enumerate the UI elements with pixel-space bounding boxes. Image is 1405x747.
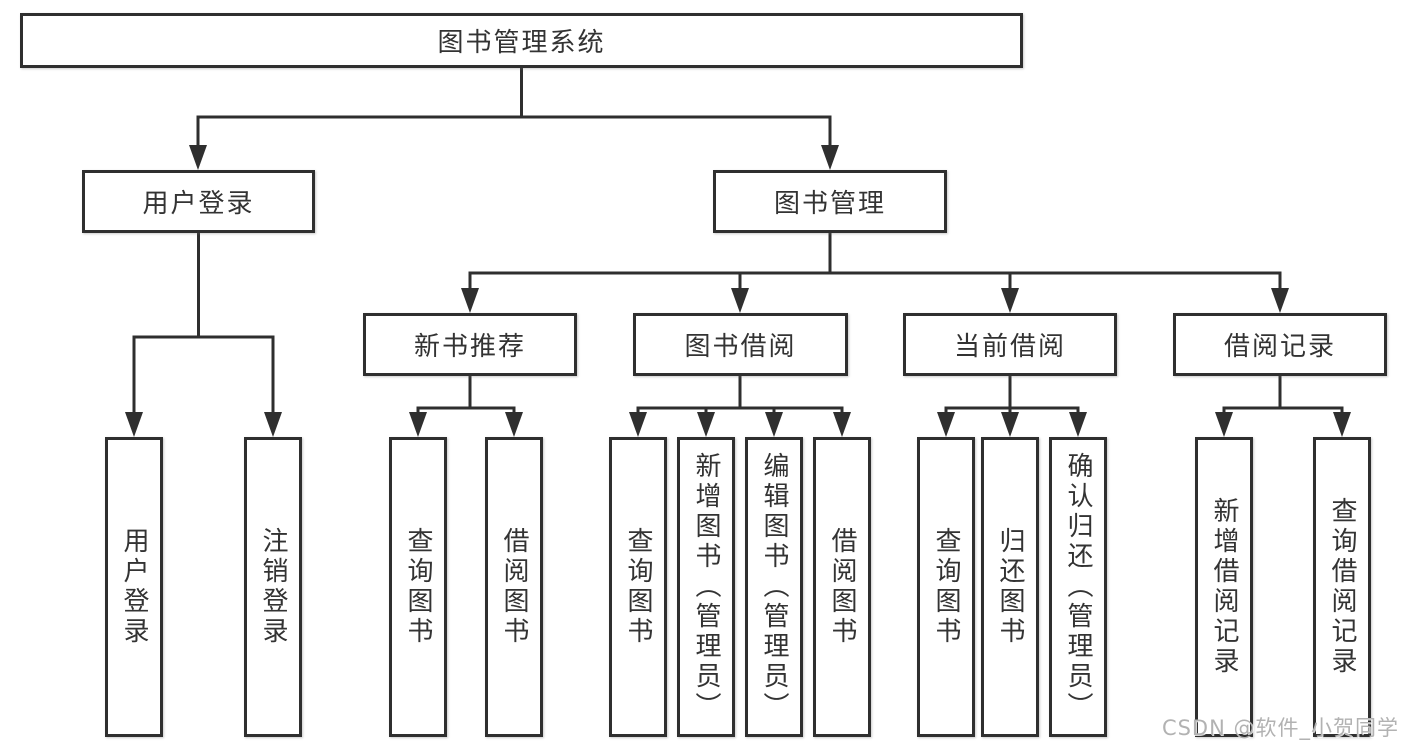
node-book-borrowing: 图书借阅 [633,313,848,376]
leaf-add-borrow-record: 新增借阅记录 [1195,437,1253,737]
leaf-search-borrow-record: 查询借阅记录 [1313,437,1371,737]
node-library-management-system: 图书管理系统 [20,13,1023,68]
leaf-borrow-books-recommend: 借阅图书 [485,437,543,737]
node-borrowing-records: 借阅记录 [1173,313,1387,376]
node-user-login: 用户登录 [82,170,315,233]
leaf-borrow-books-borrowing: 借阅图书 [813,437,871,737]
node-current-borrowing: 当前借阅 [903,313,1117,376]
leaf-search-books-recommend: 查询图书 [389,437,447,737]
leaf-user-login: 用户登录 [105,437,163,737]
leaf-search-books-current: 查询图书 [917,437,975,737]
leaf-edit-books-admin: 编辑图书（管理员） [745,437,803,737]
leaf-return-books: 归还图书 [981,437,1039,737]
leaf-search-books-borrowing: 查询图书 [609,437,667,737]
watermark: CSDN @软件_小贺同学 [1161,716,1399,740]
leaf-add-books-admin: 新增图书（管理员） [677,437,735,737]
node-book-management: 图书管理 [713,170,947,233]
node-new-book-recommendation: 新书推荐 [363,313,577,376]
leaf-confirm-return-admin: 确认归还（管理员） [1049,437,1107,737]
leaf-logout-login: 注销登录 [244,437,302,737]
